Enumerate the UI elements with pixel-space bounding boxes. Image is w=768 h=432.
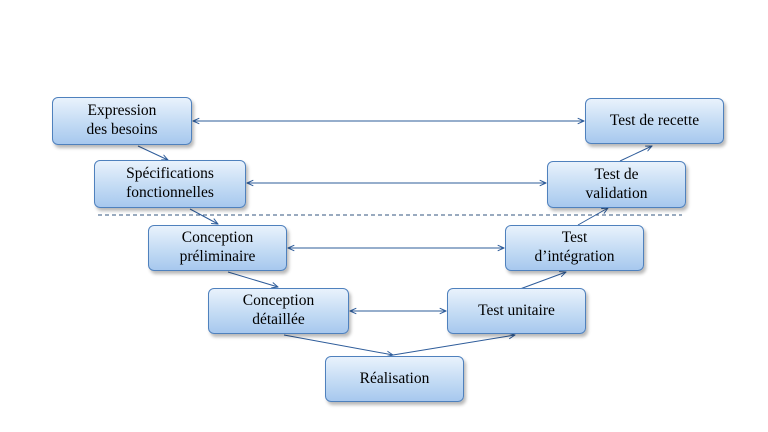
flow-detaillee-to-realisation	[283, 334, 393, 355]
flow-preliminaire-to-detaillee	[227, 271, 278, 287]
flow-integration-to-validation	[577, 208, 608, 226]
box-conception-preliminaire: Conception préliminaire	[148, 225, 287, 271]
flow-expression-to-specifications	[137, 145, 168, 160]
flow-realisation-to-unitaire	[392, 335, 515, 356]
flow-unitaire-to-integration	[519, 272, 566, 290]
box-specifications-fonctionnelles: Spécifications fonctionnelles	[94, 160, 246, 208]
box-expression-des-besoins: Expression des besoins	[52, 97, 192, 145]
box-test-de-validation: Test de validation	[547, 161, 686, 208]
flow-specifications-to-preliminaire	[189, 208, 218, 224]
box-test-unitaire: Test unitaire	[447, 288, 586, 334]
box-test-de-recette: Test de recette	[585, 98, 724, 144]
flow-validation-to-recette	[619, 146, 652, 162]
box-realisation: Réalisation	[325, 356, 464, 402]
box-conception-detaillee: Conception détaillée	[208, 288, 349, 334]
box-test-integration: Test d’intégration	[505, 225, 644, 271]
